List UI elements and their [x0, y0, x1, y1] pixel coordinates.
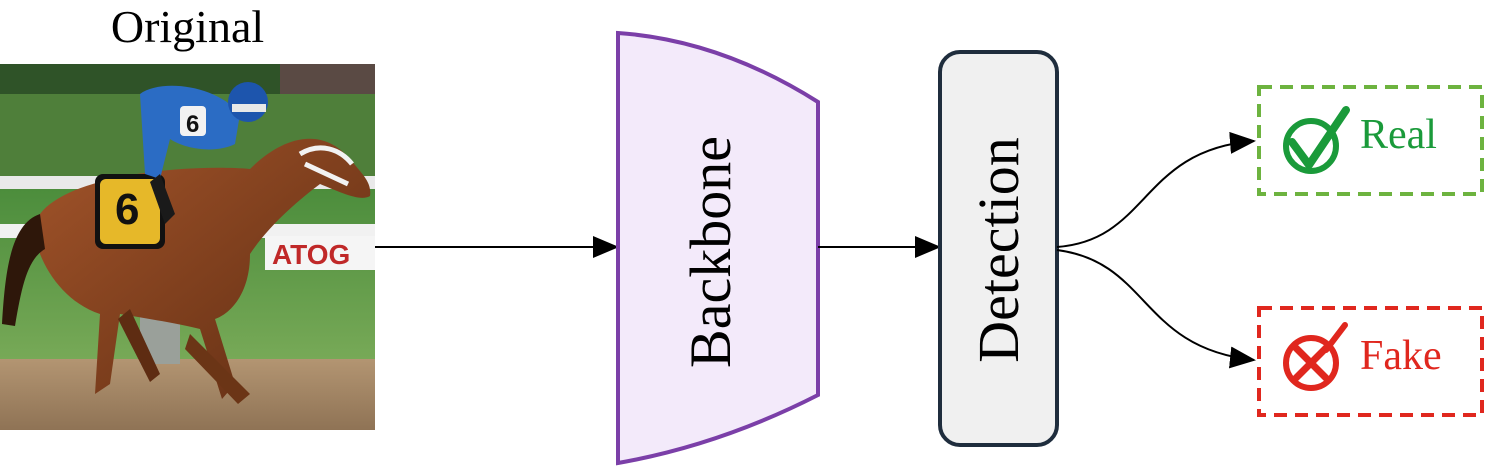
saddle-number: 6	[115, 185, 139, 234]
arrow-detection-to-fake	[1056, 249, 1256, 369]
real-output-box	[1257, 85, 1484, 196]
fake-output-box	[1257, 306, 1484, 417]
jockey-figure: 6	[140, 82, 268, 224]
fake-label: Fake	[1360, 333, 1442, 379]
detection-label: Detection	[966, 137, 1031, 362]
jockey-bib-number: 6	[186, 111, 199, 138]
check-icon	[1283, 106, 1350, 174]
backbone-block	[616, 30, 820, 466]
input-photo: ATOG 6 6	[0, 64, 375, 430]
real-label: Real	[1360, 112, 1437, 158]
photo-banner-text: ATOG	[272, 239, 350, 270]
detection-block	[938, 50, 1059, 447]
cross-icon	[1283, 322, 1348, 391]
horse-figure: 6	[2, 138, 371, 404]
real-output: Real	[1257, 85, 1484, 196]
arrow-detection-to-real	[1056, 131, 1256, 248]
input-title: Original	[110, 1, 265, 52]
fake-output: Fake	[1257, 306, 1484, 417]
backbone-label: Backbone	[678, 136, 743, 368]
